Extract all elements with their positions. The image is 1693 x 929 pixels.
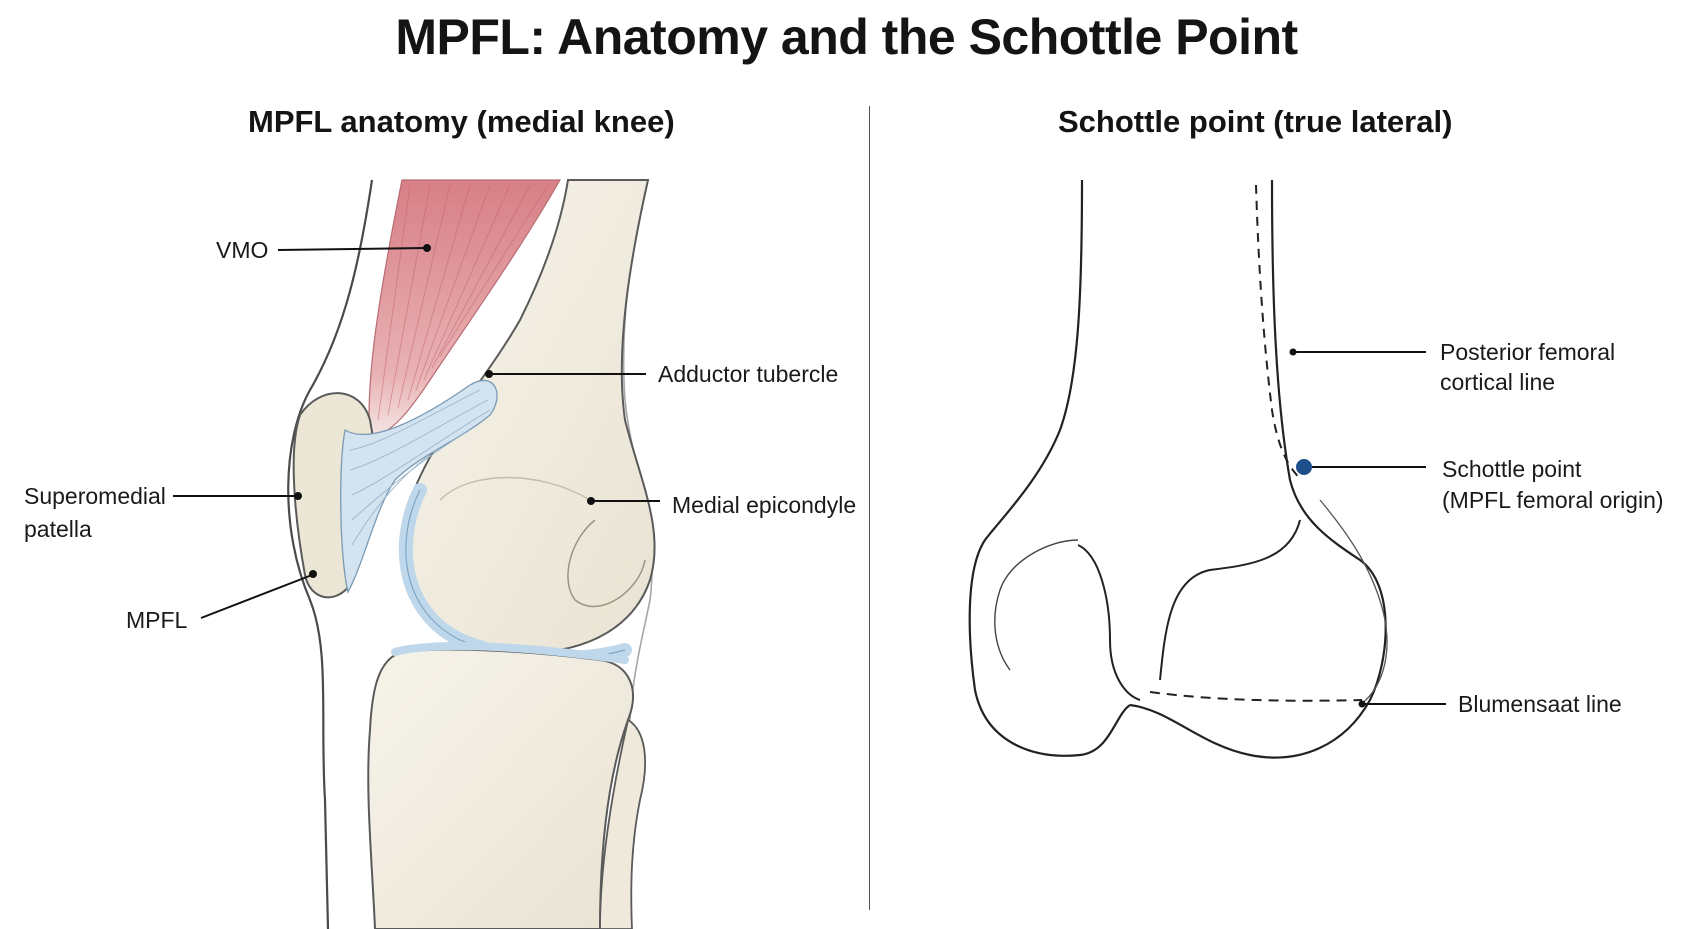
right-panel-title: Schottle point (true lateral): [1058, 104, 1453, 139]
femur-lateral-diagram: [968, 179, 1446, 759]
label-medial-epicondyle: Medial epicondyle: [672, 492, 857, 518]
fibula-bone: [599, 718, 646, 929]
label-blumensaat-line: Blumensaat line: [1458, 691, 1622, 717]
tibia-bone: [367, 648, 634, 929]
blumensaat-line: [1149, 691, 1363, 702]
label-superomedial-patella-line1: Superomedial: [24, 483, 166, 509]
trochlea-contour: [994, 539, 1079, 671]
condyle-contour: [567, 519, 646, 608]
label-schottle-point-line2: (MPFL femoral origin): [1442, 487, 1664, 513]
left-anchor-dots: [294, 244, 595, 578]
vmo-fibers: [377, 184, 549, 421]
label-superomedial-patella-line2: patella: [24, 516, 92, 542]
label-vmo: VMO: [216, 237, 269, 263]
mpfl-fibers: [349, 389, 491, 546]
vmo-muscle: [368, 179, 562, 441]
posterior-cortex: [1129, 179, 1387, 759]
tibial-cartilage: [391, 642, 629, 664]
label-adductor-tubercle: Adductor tubercle: [658, 361, 839, 387]
label-posterior-cortical-line1: Posterior femoral: [1440, 339, 1616, 365]
label-posterior-cortical-line2: cortical line: [1440, 369, 1556, 395]
page-title: MPFL: Anatomy and the Schottle Point: [395, 9, 1298, 65]
condyle-inner-contour: [1159, 519, 1301, 681]
panel-divider: [869, 106, 870, 910]
mpfl-ligament: [340, 379, 498, 594]
left-leader-lines: [173, 247, 660, 619]
label-mpfl: MPFL: [126, 607, 188, 633]
condyle-contour-2: [439, 476, 591, 501]
schottle-point-marker: [1296, 459, 1312, 475]
posterior-cortical-line: [1255, 184, 1303, 481]
knee-illustration: [173, 179, 660, 929]
right-anchor-dots: [1289, 348, 1366, 708]
left-panel-title: MPFL anatomy (medial knee): [248, 104, 675, 139]
right-leader-lines: [1294, 351, 1446, 705]
label-schottle-point-line1: Schottle point: [1442, 456, 1582, 482]
anterior-cortex: [968, 179, 1131, 757]
